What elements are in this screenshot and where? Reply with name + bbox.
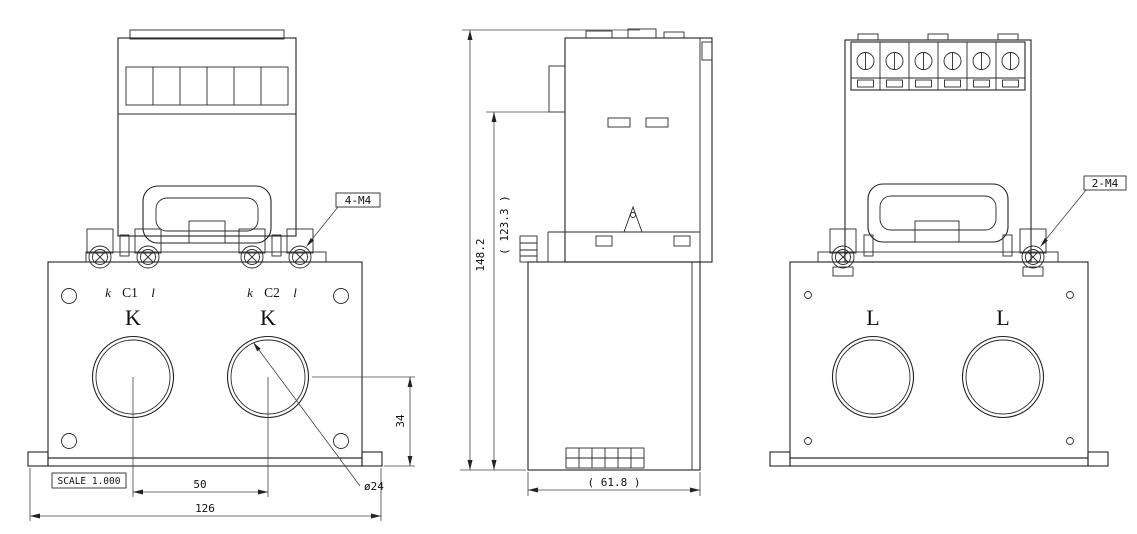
front-callout-label: 4-M4 <box>345 194 372 207</box>
rear-lower-body <box>769 261 1109 467</box>
dim-depth-label: ( 61.8 ) <box>588 476 641 489</box>
dim-hole-diameter-label: ø24 <box>364 480 384 493</box>
terminal-label-l2: l <box>293 285 297 300</box>
front-mount-hole-top-left <box>61 288 77 304</box>
front-upper-housing <box>117 29 297 237</box>
front-hole-label-k-left: K <box>125 305 141 330</box>
rear-terminal-screws <box>817 228 1059 269</box>
terminal-label-k1: k <box>105 285 111 300</box>
front-lower-body <box>27 261 383 467</box>
rear-mount-hole-top-left <box>804 291 812 299</box>
rear-mount-hole-bottom-right <box>1066 437 1074 445</box>
dim-hole-height-label: 34 <box>394 414 407 428</box>
front-dim-overall-width: 126 <box>29 468 382 521</box>
side-screw-profile <box>519 235 538 263</box>
terminal-label-c1: C1 <box>122 285 138 300</box>
front-mount-hole-bottom-left <box>61 433 77 449</box>
terminal-label-l1: l <box>151 285 155 300</box>
side-view: 148.2 ( 123.3 ) ( 61.8 ) <box>460 28 713 496</box>
rear-hole-label-l-left: L <box>866 305 879 330</box>
front-scale-box: SCALE 1.000 <box>51 472 127 489</box>
side-dim-depth: ( 61.8 ) <box>527 472 701 496</box>
terminal-label-c2: C2 <box>264 285 280 300</box>
front-hole-label-k-right: K <box>260 305 276 330</box>
rear-mount-hole-top-right <box>1066 291 1074 299</box>
dim-overall-height-label: 148.2 <box>474 238 487 271</box>
rear-handle <box>867 183 1009 243</box>
rear-right-hole <box>961 335 1045 419</box>
rear-left-hole <box>831 335 915 419</box>
rear-callout-2m4: 2-M4 <box>1040 175 1127 247</box>
front-mount-hole-bottom-right <box>333 433 349 449</box>
dim-hole-spacing-label: 50 <box>193 478 206 491</box>
front-dim-hole-spacing: 50 <box>132 377 269 497</box>
rear-hole-label-l-right: L <box>996 305 1009 330</box>
side-dim-overall-height: 148.2 <box>460 29 640 471</box>
front-dim-hole-height: 34 <box>312 376 415 467</box>
dim-body-height-label: ( 123.3 ) <box>498 195 511 255</box>
front-handle <box>142 185 272 244</box>
rear-view: L L 2-M4 <box>769 33 1127 467</box>
front-view: k C1 l k C2 l K K 4-M4 SCALE 1.000 <box>27 29 415 521</box>
terminal-label-k2: k <box>247 285 253 300</box>
side-upper-housing <box>548 28 713 263</box>
side-din-clip <box>547 205 700 262</box>
rear-callout-label: 2-M4 <box>1092 177 1119 190</box>
dim-overall-width-label: 126 <box>195 502 215 515</box>
scale-label: SCALE 1.000 <box>58 476 121 487</box>
front-mount-hole-top-right <box>333 288 349 304</box>
rear-terminal-block <box>850 41 1026 91</box>
side-lower-body <box>527 261 701 471</box>
rear-mount-hole-bottom-left <box>804 437 812 445</box>
front-callout-4m4: 4-M4 <box>306 192 381 247</box>
front-terminal-markings: k C1 l k C2 l K K <box>105 285 297 330</box>
side-dim-body-height: ( 123.3 ) <box>486 111 552 470</box>
rear-hole-markings: L L <box>866 305 1009 330</box>
front-dim-hole-diameter: ø24 <box>253 342 384 493</box>
